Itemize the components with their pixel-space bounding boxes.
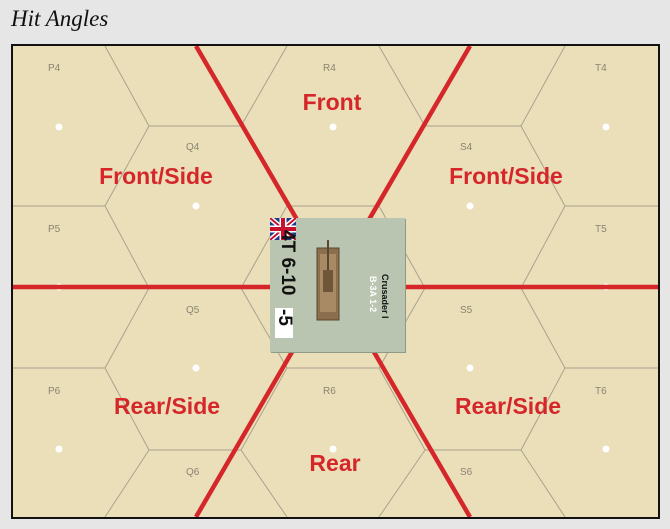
tank-silhouette-icon xyxy=(317,240,339,320)
hex-center-dot xyxy=(330,124,337,131)
hex-label-p6: P6 xyxy=(48,386,61,397)
hex-center-dot xyxy=(603,446,610,453)
hex-label-t5: T5 xyxy=(595,224,607,235)
hex-center-dot xyxy=(467,365,474,372)
hex-label-q5: Q5 xyxy=(186,305,200,316)
zone-label-rear: Rear xyxy=(309,450,360,476)
hex-label-r6: R6 xyxy=(323,386,336,397)
unit-counter[interactable]: 4T 6-10 -5 Crusader I B-3A 1-2 xyxy=(270,218,405,352)
hex-label-t6: T6 xyxy=(595,386,607,397)
hex-label-s5: S5 xyxy=(460,305,473,316)
hex-label-r4: R4 xyxy=(323,63,336,74)
game-board: P4 R4 T4 Q4 S4 P5 T5 Q5 S5 P6 R6 T6 Q6 S… xyxy=(11,44,660,519)
hex-label-t4: T4 xyxy=(595,63,607,74)
hex-label-p5: P5 xyxy=(48,224,61,235)
hex-label-p4: P4 xyxy=(48,63,61,74)
zone-label-rear-side-right: Rear/Side xyxy=(455,393,561,419)
unit-designation: B-3A 1-2 xyxy=(368,276,378,312)
unit-name: Crusader I xyxy=(380,274,390,319)
hex-center-dot xyxy=(193,203,200,210)
hex-center-dot xyxy=(193,365,200,372)
hex-label-q4: Q4 xyxy=(186,142,200,153)
hex-center-dot xyxy=(56,446,63,453)
hex-label-s6: S6 xyxy=(460,467,473,478)
zone-label-front-side-right: Front/Side xyxy=(449,163,563,189)
zone-label-rear-side-left: Rear/Side xyxy=(114,393,220,419)
zone-label-front: Front xyxy=(303,89,362,115)
hex-center-dot xyxy=(467,203,474,210)
hex-label-q6: Q6 xyxy=(186,467,200,478)
counter-text-layer: 4T 6-10 -5 Crusader I B-3A 1-2 xyxy=(270,218,405,352)
hex-center-dot xyxy=(56,124,63,131)
zone-label-front-side-left: Front/Side xyxy=(99,163,213,189)
hex-label-s4: S4 xyxy=(460,142,473,153)
hex-center-dot xyxy=(603,124,610,131)
unit-armor-modifier: -5 xyxy=(274,309,295,326)
page-title: Hit Angles xyxy=(11,6,108,32)
unit-stats: 4T 6-10 xyxy=(277,230,298,295)
